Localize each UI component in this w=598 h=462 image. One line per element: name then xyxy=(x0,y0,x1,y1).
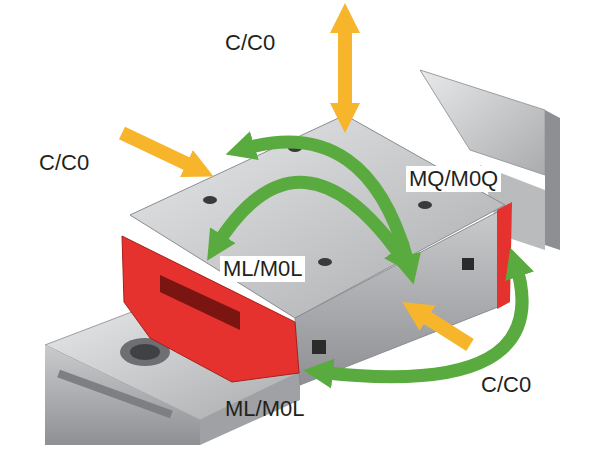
rail xyxy=(45,70,560,445)
load-label: C/C0 xyxy=(222,30,278,56)
load-label: C/C0 xyxy=(36,150,92,176)
load-label: MQ/M0Q xyxy=(406,166,501,192)
load-label: ML/M0L xyxy=(220,256,305,282)
load-label: C/C0 xyxy=(478,372,534,398)
load-label: ML/M0L xyxy=(222,396,307,422)
carriage-block xyxy=(122,115,512,385)
moment-arrows xyxy=(215,142,522,377)
